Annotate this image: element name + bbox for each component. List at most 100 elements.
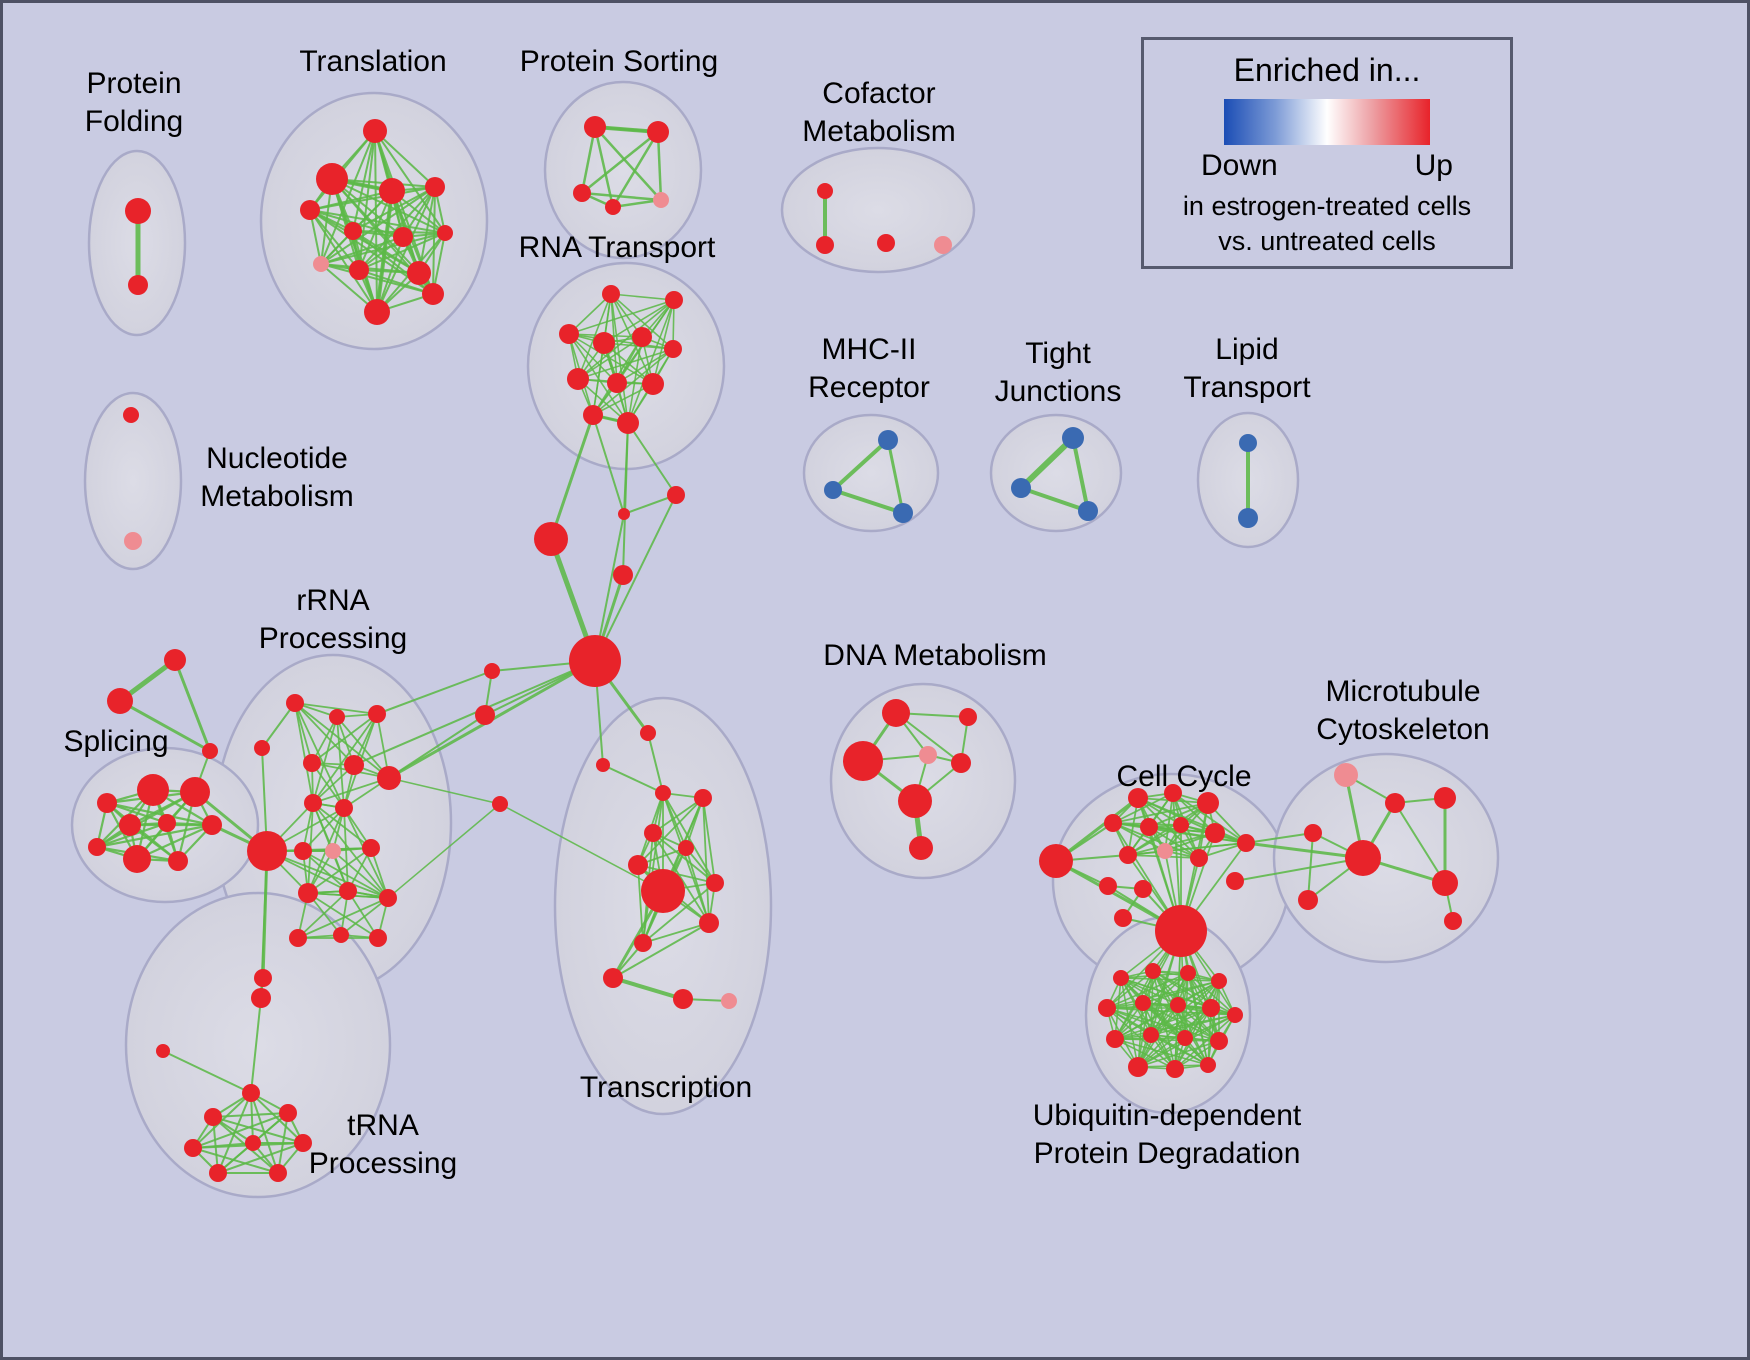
gene-set-node-sp5[interactable] bbox=[158, 814, 176, 832]
gene-set-node-rrhub[interactable] bbox=[247, 831, 287, 871]
gene-set-node-tr6[interactable] bbox=[344, 222, 362, 240]
gene-set-node-ub14[interactable] bbox=[1128, 1057, 1148, 1077]
gene-set-node-cf2[interactable] bbox=[816, 236, 834, 254]
gene-set-node-spt3[interactable] bbox=[202, 743, 218, 759]
gene-set-node-mt4[interactable] bbox=[1304, 824, 1322, 842]
gene-set-node-cc4[interactable] bbox=[1197, 792, 1219, 814]
gene-set-node-nm2[interactable] bbox=[124, 532, 142, 550]
gene-set-node-rr12[interactable] bbox=[362, 839, 380, 857]
gene-set-node-cc16[interactable] bbox=[1114, 909, 1132, 927]
gene-set-node-ub7[interactable] bbox=[1170, 997, 1186, 1013]
gene-set-node-cn5[interactable] bbox=[484, 663, 500, 679]
gene-set-node-rt3[interactable] bbox=[559, 324, 579, 344]
gene-set-node-tn7[interactable] bbox=[245, 1135, 261, 1151]
gene-set-node-tn10[interactable] bbox=[269, 1164, 287, 1182]
gene-set-node-rr8[interactable] bbox=[304, 794, 322, 812]
gene-set-node-dm7[interactable] bbox=[909, 836, 933, 860]
gene-set-node-tc7[interactable] bbox=[628, 855, 648, 875]
gene-set-node-cc12[interactable] bbox=[1190, 849, 1208, 867]
gene-set-node-tr10[interactable] bbox=[349, 260, 369, 280]
gene-set-node-tr5[interactable] bbox=[425, 177, 445, 197]
gene-set-node-ub11[interactable] bbox=[1143, 1027, 1159, 1043]
gene-set-node-cc11[interactable] bbox=[1157, 843, 1173, 859]
gene-set-node-tn3[interactable] bbox=[242, 1084, 260, 1102]
gene-set-node-tj1[interactable] bbox=[1062, 427, 1084, 449]
gene-set-node-ub13[interactable] bbox=[1210, 1032, 1228, 1050]
gene-set-node-ub4[interactable] bbox=[1211, 973, 1227, 989]
gene-set-node-ub6[interactable] bbox=[1135, 995, 1151, 1011]
gene-set-node-rt11[interactable] bbox=[617, 412, 639, 434]
gene-set-node-tr7[interactable] bbox=[393, 227, 413, 247]
gene-set-node-cc10[interactable] bbox=[1119, 846, 1137, 864]
gene-set-node-tr4[interactable] bbox=[379, 178, 405, 204]
gene-set-node-ub9[interactable] bbox=[1227, 1007, 1243, 1023]
gene-set-node-tr3[interactable] bbox=[300, 200, 320, 220]
gene-set-node-ub15[interactable] bbox=[1166, 1060, 1184, 1078]
gene-set-node-spt2[interactable] bbox=[107, 688, 133, 714]
gene-set-node-ps4[interactable] bbox=[605, 199, 621, 215]
gene-set-node-rr5[interactable] bbox=[303, 754, 321, 772]
gene-set-node-mt6[interactable] bbox=[1298, 890, 1318, 910]
gene-set-node-rt6[interactable] bbox=[664, 340, 682, 358]
gene-set-node-tc5[interactable] bbox=[644, 824, 662, 842]
gene-set-node-rr10[interactable] bbox=[294, 842, 312, 860]
gene-set-node-pf1[interactable] bbox=[125, 198, 151, 224]
gene-set-node-rt2[interactable] bbox=[665, 291, 683, 309]
gene-set-node-rt7[interactable] bbox=[567, 368, 589, 390]
gene-set-node-mt1[interactable] bbox=[1334, 763, 1358, 787]
gene-set-node-sp7[interactable] bbox=[123, 845, 151, 873]
gene-set-node-rr1[interactable] bbox=[286, 694, 304, 712]
gene-set-node-cc3[interactable] bbox=[1164, 784, 1182, 802]
gene-set-node-ps5[interactable] bbox=[653, 192, 669, 208]
gene-set-node-tc1[interactable] bbox=[640, 725, 656, 741]
gene-set-node-tn5[interactable] bbox=[279, 1104, 297, 1122]
gene-set-node-sp3[interactable] bbox=[97, 793, 117, 813]
gene-set-node-rr6[interactable] bbox=[344, 755, 364, 775]
gene-set-node-dm5[interactable] bbox=[951, 753, 971, 773]
gene-set-node-cc8[interactable] bbox=[1205, 823, 1225, 843]
gene-set-node-tj2[interactable] bbox=[1011, 478, 1031, 498]
gene-set-node-cn1[interactable] bbox=[667, 486, 685, 504]
gene-set-node-tc2[interactable] bbox=[596, 758, 610, 772]
gene-set-node-tc13[interactable] bbox=[721, 993, 737, 1009]
gene-set-node-dm2[interactable] bbox=[959, 708, 977, 726]
gene-set-node-rr7[interactable] bbox=[377, 766, 401, 790]
gene-set-node-rr14[interactable] bbox=[339, 882, 357, 900]
gene-set-node-cc5[interactable] bbox=[1104, 814, 1122, 832]
gene-set-node-cn4[interactable] bbox=[613, 565, 633, 585]
gene-set-node-dm3[interactable] bbox=[843, 741, 883, 781]
gene-set-node-sp4[interactable] bbox=[119, 814, 141, 836]
gene-set-node-mt2[interactable] bbox=[1385, 793, 1405, 813]
gene-set-node-tr2[interactable] bbox=[316, 163, 348, 195]
gene-set-node-tchub[interactable] bbox=[641, 869, 685, 913]
gene-set-node-tr9[interactable] bbox=[313, 256, 329, 272]
gene-set-node-mtbig[interactable] bbox=[1345, 840, 1381, 876]
gene-set-node-cc7[interactable] bbox=[1173, 817, 1189, 833]
gene-set-node-ub1[interactable] bbox=[1113, 970, 1129, 986]
gene-set-node-cf3[interactable] bbox=[877, 234, 895, 252]
gene-set-node-ps1[interactable] bbox=[584, 116, 606, 138]
gene-set-node-nm1[interactable] bbox=[123, 407, 139, 423]
gene-set-node-cf4[interactable] bbox=[934, 236, 952, 254]
gene-set-node-rr4[interactable] bbox=[254, 740, 270, 756]
gene-set-node-cc14[interactable] bbox=[1134, 880, 1152, 898]
gene-set-node-tc3[interactable] bbox=[655, 785, 671, 801]
gene-set-node-cc13[interactable] bbox=[1099, 877, 1117, 895]
gene-set-node-cc1[interactable] bbox=[1039, 844, 1073, 878]
gene-set-node-rr15[interactable] bbox=[379, 889, 397, 907]
gene-set-node-cn7[interactable] bbox=[492, 796, 508, 812]
gene-set-node-tc8[interactable] bbox=[706, 874, 724, 892]
gene-set-node-tn2[interactable] bbox=[156, 1044, 170, 1058]
gene-set-node-rr13[interactable] bbox=[298, 883, 318, 903]
gene-set-node-tc4[interactable] bbox=[694, 789, 712, 807]
gene-set-node-tc12[interactable] bbox=[673, 989, 693, 1009]
gene-set-node-tn8[interactable] bbox=[294, 1134, 312, 1152]
gene-set-node-mh3[interactable] bbox=[893, 503, 913, 523]
gene-set-node-cn6[interactable] bbox=[475, 705, 495, 725]
gene-set-node-tn1[interactable] bbox=[251, 988, 271, 1008]
gene-set-node-sp2[interactable] bbox=[180, 777, 210, 807]
gene-set-node-ub2[interactable] bbox=[1145, 963, 1161, 979]
gene-set-node-rt8[interactable] bbox=[607, 373, 627, 393]
gene-set-node-ps2[interactable] bbox=[647, 121, 669, 143]
gene-set-node-rt9[interactable] bbox=[642, 373, 664, 395]
